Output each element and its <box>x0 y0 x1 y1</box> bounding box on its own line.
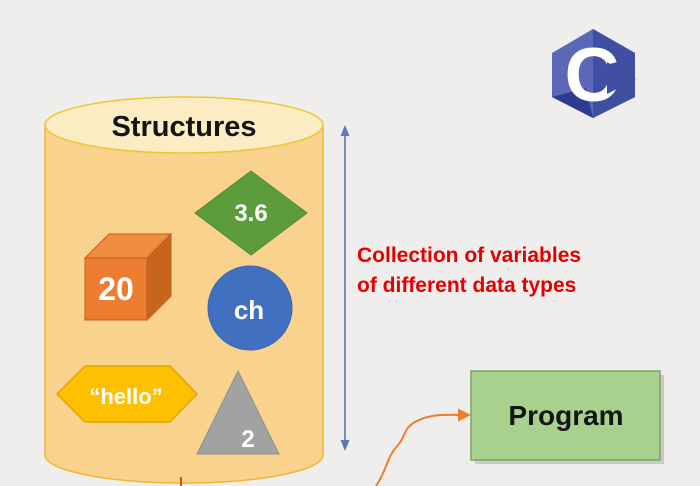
curved-arrow-line <box>375 413 460 486</box>
float-diamond: 3.6 <box>194 170 308 256</box>
structures-title: Structures <box>111 111 256 143</box>
logo-hexagon-bottom-facet <box>552 88 593 118</box>
program-box-rect <box>471 371 660 460</box>
number-value-label: 2 <box>241 426 254 453</box>
char-value-label: ch <box>234 295 264 325</box>
annotation-line2: of different data types <box>357 274 576 297</box>
annotation-line1: Collection of variables <box>357 244 581 267</box>
hexagon-shape <box>55 365 199 423</box>
diamond-shape <box>194 170 308 256</box>
cube-front-face <box>84 257 148 321</box>
cylinder-top <box>44 96 324 154</box>
int-cube: 20 <box>83 232 173 322</box>
int-value-label: 20 <box>98 271 134 307</box>
circle-shape <box>207 265 293 351</box>
float-value-label: 3.6 <box>234 200 267 227</box>
program-box-border <box>470 370 661 461</box>
number-triangle: 2 <box>196 369 280 455</box>
string-hexagon: “hello” <box>55 365 199 423</box>
to-program-arrow <box>375 408 471 486</box>
triangle-shape <box>196 369 280 455</box>
char-circle: ch <box>207 265 293 351</box>
program-box: Program <box>470 370 664 464</box>
program-label: Program <box>508 400 623 431</box>
arrow-down-icon <box>340 440 350 451</box>
c-language-logo-icon: C <box>552 29 636 118</box>
arrow-up-icon <box>340 125 350 136</box>
arrow-right-icon <box>458 408 471 422</box>
string-value-label: “hello” <box>89 384 162 409</box>
logo-c-notch <box>607 62 636 94</box>
height-span-arrow <box>340 125 350 451</box>
annotation-text: Collection of variables of different dat… <box>357 244 581 297</box>
